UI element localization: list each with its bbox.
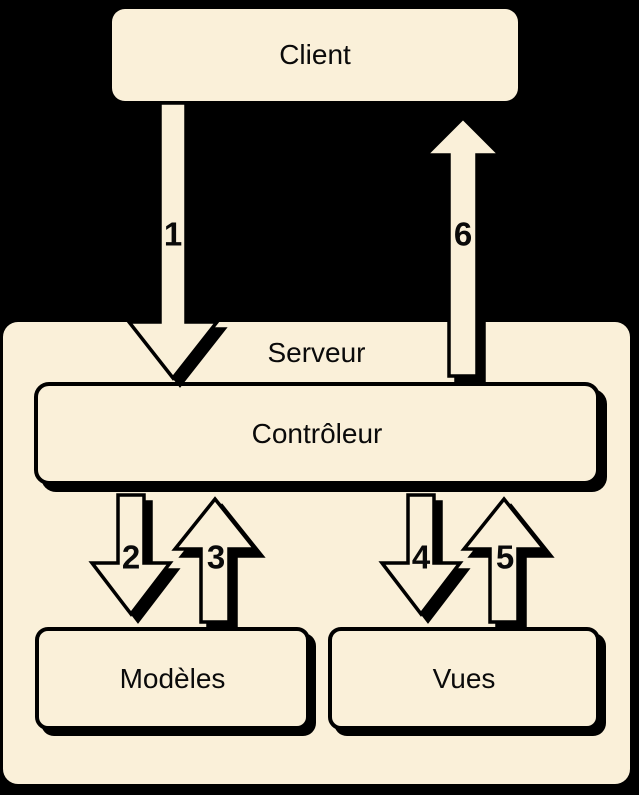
node-views-label: Vues (432, 662, 496, 694)
node-client-label: Client (279, 39, 351, 70)
node-client: Client (112, 9, 518, 101)
node-views: Vues (328, 627, 600, 730)
server-label: Serveur (267, 337, 366, 368)
arrow-3-number: 3 (206, 538, 226, 576)
arrow-6-number: 6 (453, 215, 473, 253)
arrow-5-number: 5 (495, 538, 515, 576)
arrow-1-number: 1 (163, 215, 183, 253)
node-controller: Contrôleur (34, 382, 600, 485)
node-models: Modèles (35, 627, 310, 730)
node-controller-label: Contrôleur (251, 417, 383, 449)
arrow-4-number: 4 (411, 538, 431, 576)
node-models-label: Modèles (119, 662, 226, 694)
arrow-2-number: 2 (121, 538, 141, 576)
